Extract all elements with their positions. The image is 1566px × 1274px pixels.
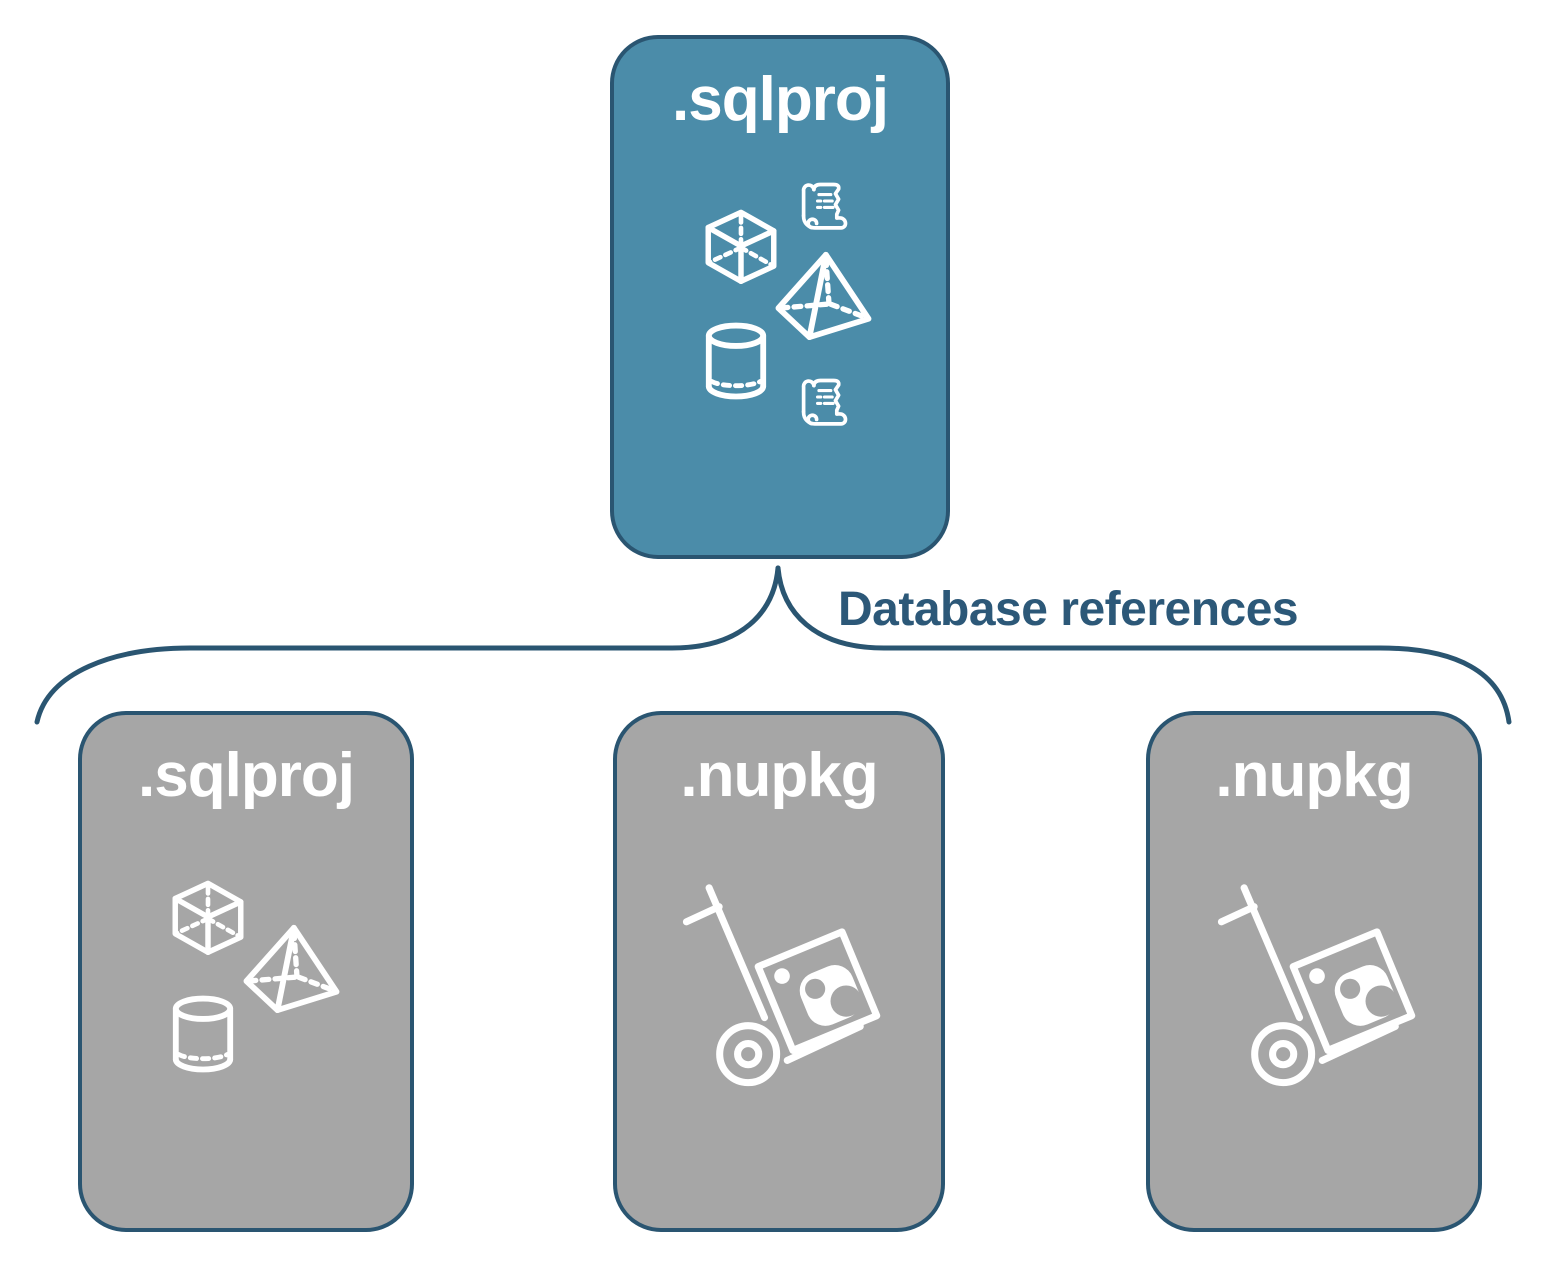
database-references-label: Database references [838, 583, 1299, 636]
pyramid-icon [772, 249, 874, 341]
node-title: .sqlproj [138, 741, 355, 810]
node-sqlproj-child: .sqlproj [78, 711, 414, 1232]
hand-truck-package-icon [1200, 871, 1452, 1139]
database-references-brace [34, 565, 1512, 725]
node-title: .sqlproj [672, 65, 889, 134]
node-title: .nupkg [680, 741, 878, 810]
node-nupkg-child-1: .nupkg [613, 711, 945, 1232]
node-title: .nupkg [1215, 741, 1413, 810]
node-nupkg-child-2: .nupkg [1146, 711, 1482, 1232]
cube-icon [698, 204, 784, 288]
cylinder-icon [169, 995, 237, 1075]
scroll-icon [796, 375, 851, 430]
node-sqlproj-root: .sqlproj [610, 35, 950, 559]
hand-truck-package-icon [665, 871, 917, 1139]
scroll-icon [796, 179, 851, 234]
pyramid-icon [240, 922, 342, 1014]
cylinder-icon [702, 322, 770, 402]
cube-icon [165, 875, 251, 959]
